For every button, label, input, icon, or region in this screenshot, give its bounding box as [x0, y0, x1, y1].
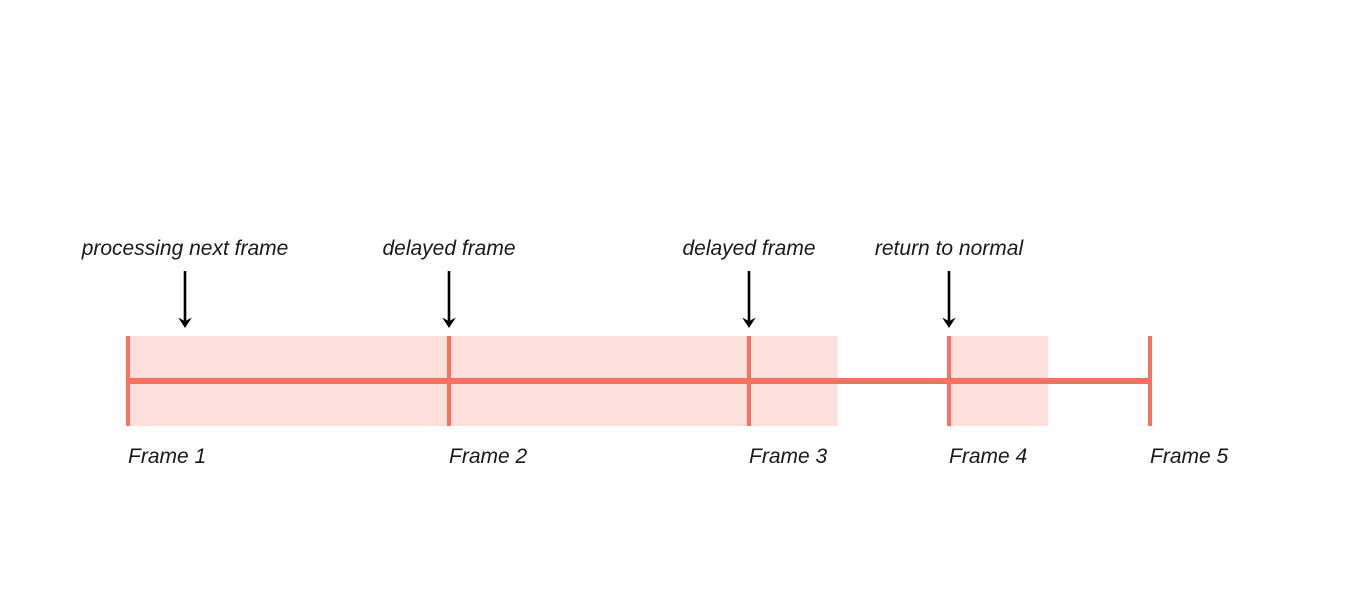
down-arrow-icon-3: [738, 271, 760, 329]
frame-tick-1: [126, 336, 130, 426]
frame-tick-3: [747, 336, 751, 426]
frame-tick-2: [447, 336, 451, 426]
annotation-label-4: return to normal: [874, 237, 1024, 260]
frame-tick-5: [1148, 336, 1152, 426]
frame-label-1: Frame 1: [128, 445, 207, 468]
frame-tick-4: [947, 336, 951, 426]
down-arrow-icon-4: [938, 271, 960, 329]
frame-label-2: Frame 2: [449, 445, 528, 468]
down-arrow-icon-2: [438, 271, 460, 329]
frame-label-4: Frame 4: [949, 445, 1028, 468]
frame-label-5: Frame 5: [1150, 445, 1229, 468]
timeline-axis-line: [128, 378, 1150, 384]
frame-label-3: Frame 3: [749, 445, 828, 468]
down-arrow-icon-1: [174, 271, 196, 329]
annotation-label-3: delayed frame: [682, 237, 816, 260]
annotation-label-2: delayed frame: [382, 237, 516, 260]
annotation-label-1: processing next frame: [81, 237, 289, 260]
